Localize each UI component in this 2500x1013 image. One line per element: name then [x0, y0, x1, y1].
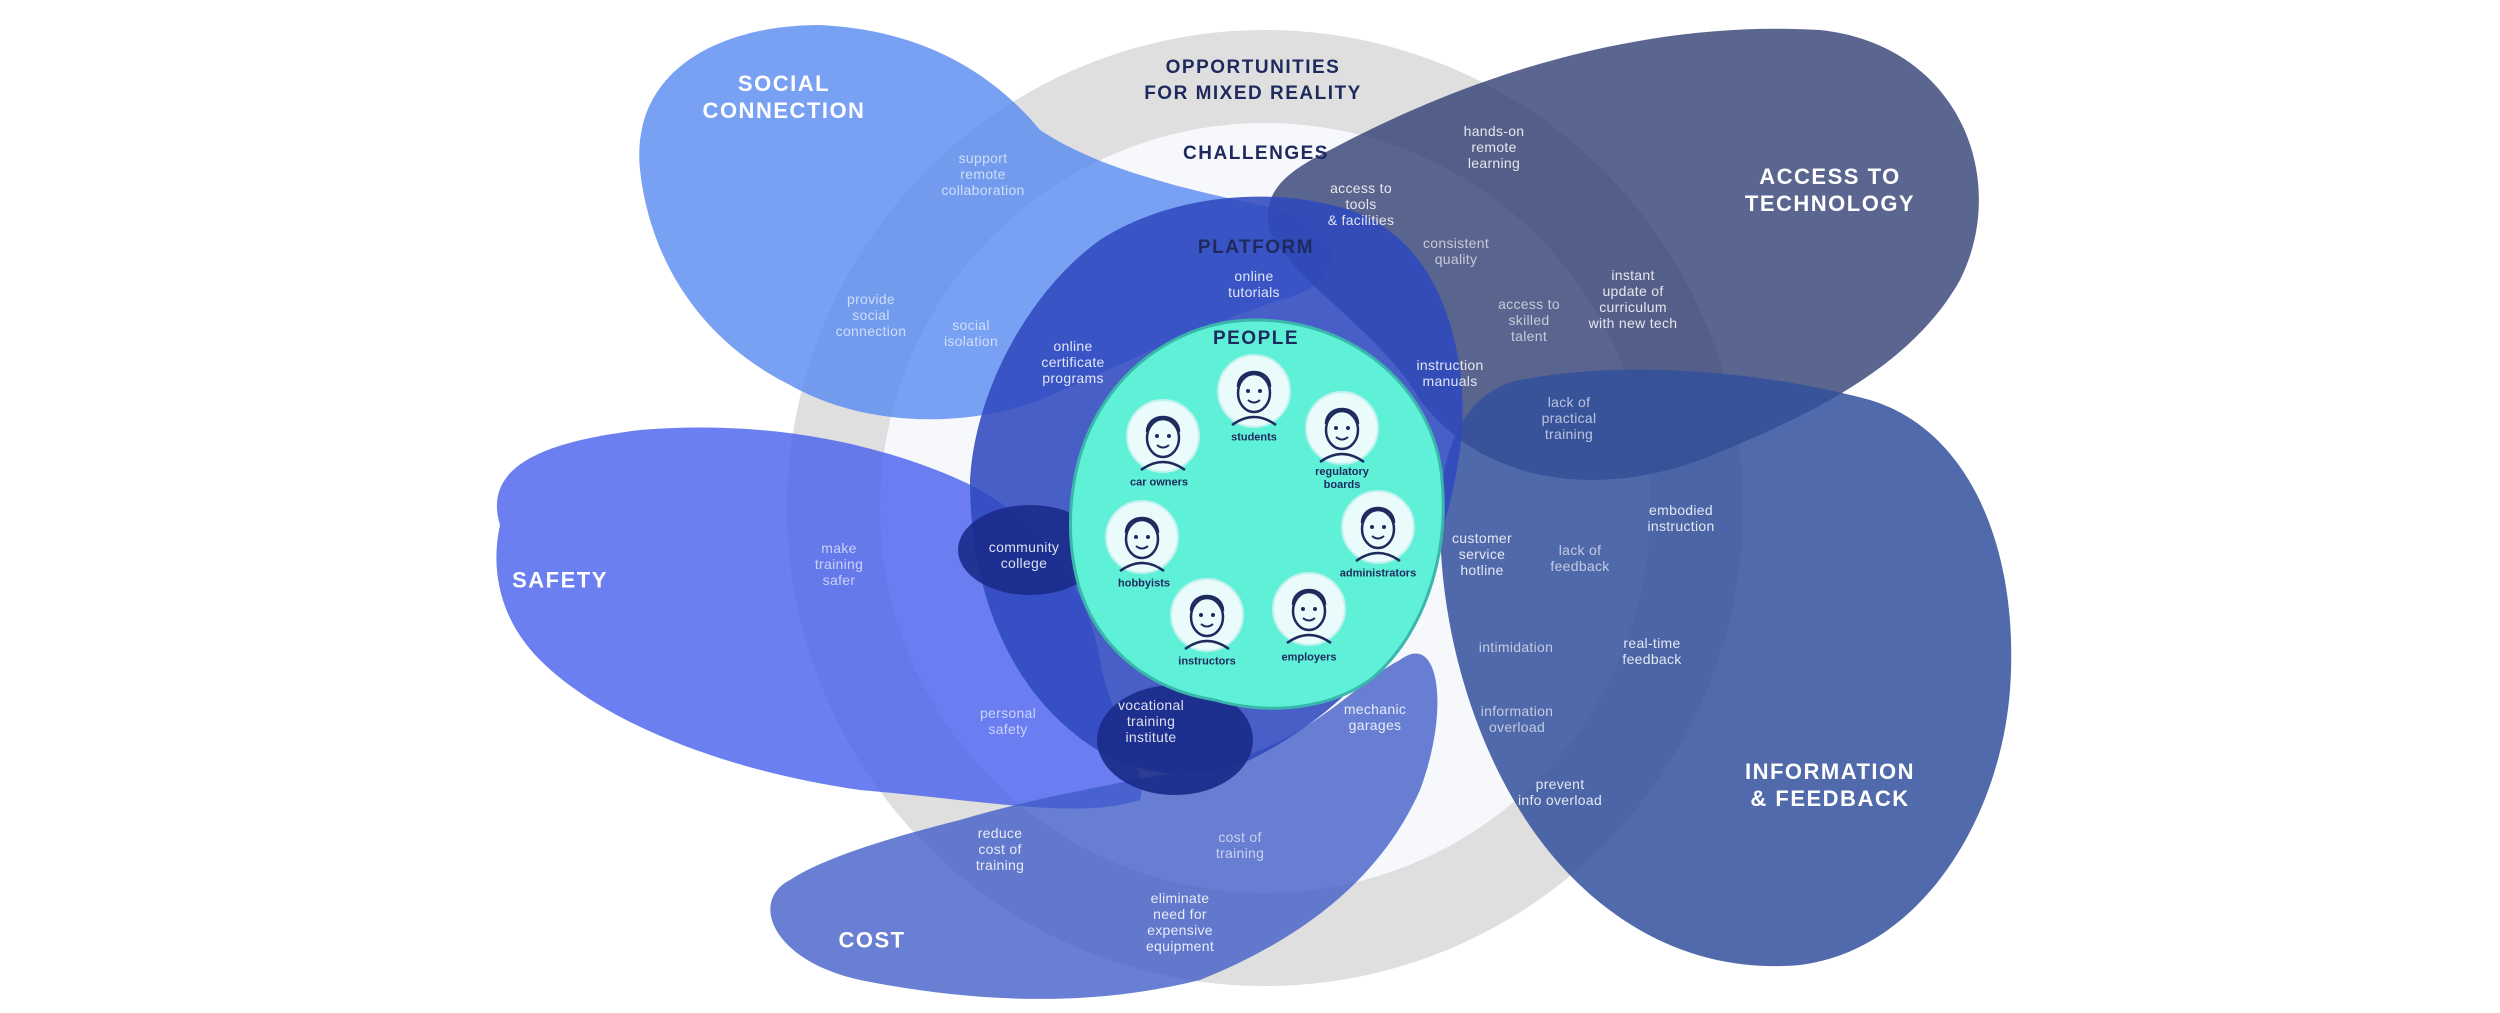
intimidation: intimidation [1478, 639, 1554, 655]
lack-feedback: lack of feedback [1550, 542, 1610, 574]
make-training-safer: make training safer [814, 540, 864, 588]
mechanic-garages: mechanic garages [1343, 701, 1407, 733]
regulator-icon [1305, 391, 1379, 465]
instructor-icon [1170, 578, 1244, 652]
access-technology-label: ACCESS TO TECHNOLOGY [1744, 164, 1916, 216]
hands-on-remote-learning: hands-on remote learning [1463, 123, 1525, 171]
community-college: community college [988, 539, 1060, 571]
online-tutorials: online tutorials [1228, 268, 1280, 300]
real-time-feedback: real-time feedback [1622, 635, 1682, 667]
information-overload: information overload [1480, 703, 1554, 735]
employer-icon [1272, 572, 1346, 646]
person-label-car-owners: car owners [1129, 476, 1189, 489]
eliminate-expensive-equipment: eliminate need for expensive equipment [1145, 890, 1215, 954]
hobbyist-icon [1105, 500, 1179, 574]
access-tools-facilities: access to tools & facilities [1327, 180, 1395, 228]
people-faces [1105, 354, 1415, 652]
person-label-students: students [1231, 431, 1277, 444]
cost-blob [770, 653, 1438, 999]
information-feedback-label: INFORMATION & FEEDBACK [1744, 759, 1916, 811]
person-label-employers: employers [1281, 651, 1337, 664]
community-college-blob [958, 505, 1102, 595]
vocational-training-institute: vocational training institute [1117, 697, 1185, 745]
opportunities-title: OPPORTUNITIES FOR MIXED REALITY [1144, 57, 1362, 104]
platform-title: PLATFORM [1197, 237, 1315, 258]
car-owner-icon [1126, 399, 1200, 473]
support-remote-collaboration: support remote collaboration [941, 150, 1025, 198]
instant-update-curriculum: instant update of curriculum with new te… [1588, 267, 1678, 331]
consistent-quality: consistent quality [1422, 235, 1490, 267]
customer-service-hotline: customer service hotline [1452, 530, 1512, 578]
embodied-instruction: embodied instruction [1647, 502, 1715, 534]
student-icon [1217, 354, 1291, 428]
person-label-administrators: administrators [1339, 567, 1417, 580]
personal-safety: personal safety [979, 705, 1037, 737]
cost-label: COST [838, 927, 906, 953]
person-label-regulatory-boards: regulatory boards [1315, 466, 1369, 491]
lack-practical-training: lack of practical training [1541, 394, 1597, 442]
people-title: PEOPLE [1212, 328, 1300, 349]
information-feedback-blob [1440, 369, 2012, 967]
vocational-blob [1097, 685, 1253, 795]
person-label-instructors: instructors [1178, 655, 1236, 668]
cost-of-training: cost of training [1215, 829, 1265, 861]
social-isolation: social isolation [943, 317, 999, 349]
safety-label: SAFETY [512, 567, 608, 593]
provide-social-connection: provide social connection [835, 291, 907, 339]
administrator-icon [1341, 490, 1415, 564]
instruction-manuals: instruction manuals [1416, 357, 1484, 389]
challenges-title: CHALLENGES [1183, 143, 1329, 164]
access-skilled-talent: access to skilled talent [1498, 296, 1560, 344]
reduce-cost-training: reduce cost of training [975, 825, 1025, 873]
online-certificate-programs: online certificate programs [1041, 338, 1105, 386]
prevent-info-overload: prevent info overload [1517, 776, 1603, 808]
person-label-hobbyists: hobbyists [1118, 577, 1170, 590]
social-connection-label: SOCIAL CONNECTION [702, 71, 866, 123]
